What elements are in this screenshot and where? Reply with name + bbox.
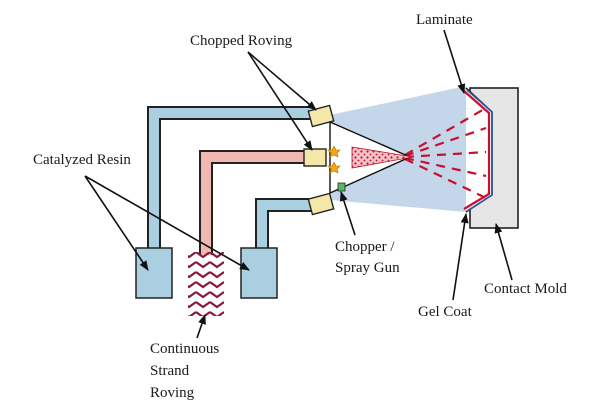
leader-contact-mold xyxy=(494,223,513,281)
leader-gel-coat xyxy=(452,213,469,301)
label-catalyzed-resin: Catalyzed Resin xyxy=(33,152,131,168)
label-laminate: Laminate xyxy=(416,12,473,28)
resin-line-bottom xyxy=(255,198,312,250)
leader-lines xyxy=(84,29,513,339)
resin-nozzle-bottom xyxy=(307,192,335,216)
spray-cone xyxy=(330,86,466,212)
resin-line-top xyxy=(147,106,310,250)
leader-laminate xyxy=(443,29,466,94)
resin-tank-right xyxy=(240,247,278,299)
chopped-fiber-spray xyxy=(351,146,414,169)
gel-coat-layer xyxy=(466,89,493,212)
leader-roving xyxy=(196,314,206,339)
resin-nozzle-top xyxy=(307,104,335,128)
leader-catalyzed-resin-left xyxy=(84,175,149,271)
leader-catalyzed-resin-right xyxy=(84,175,250,271)
chopper-sparkles xyxy=(327,145,341,174)
label-roving-line3: Roving xyxy=(150,385,195,401)
leader-chopper-gun xyxy=(339,191,356,236)
label-chopper-line1: Chopper / xyxy=(335,239,395,255)
label-roving-line2: Strand xyxy=(150,363,190,379)
leader-chopped-roving-head xyxy=(247,51,313,151)
chopper-head xyxy=(303,148,327,167)
label-roving-line1: Continuous xyxy=(150,341,219,357)
label-contact-mold: Contact Mold xyxy=(484,281,567,297)
resin-tank-left xyxy=(135,247,173,299)
label-chopper-line2: Spray Gun xyxy=(335,260,400,276)
label-chopped-roving: Chopped Roving xyxy=(190,33,293,49)
fiber-spray-dashes xyxy=(404,107,487,199)
laminate-layer xyxy=(463,90,491,210)
label-gel-coat: Gel Coat xyxy=(418,304,473,320)
roving-line xyxy=(199,150,306,255)
gun-tip xyxy=(337,182,346,192)
roving-spool xyxy=(188,252,224,316)
leader-chopped-roving-top xyxy=(247,51,317,111)
